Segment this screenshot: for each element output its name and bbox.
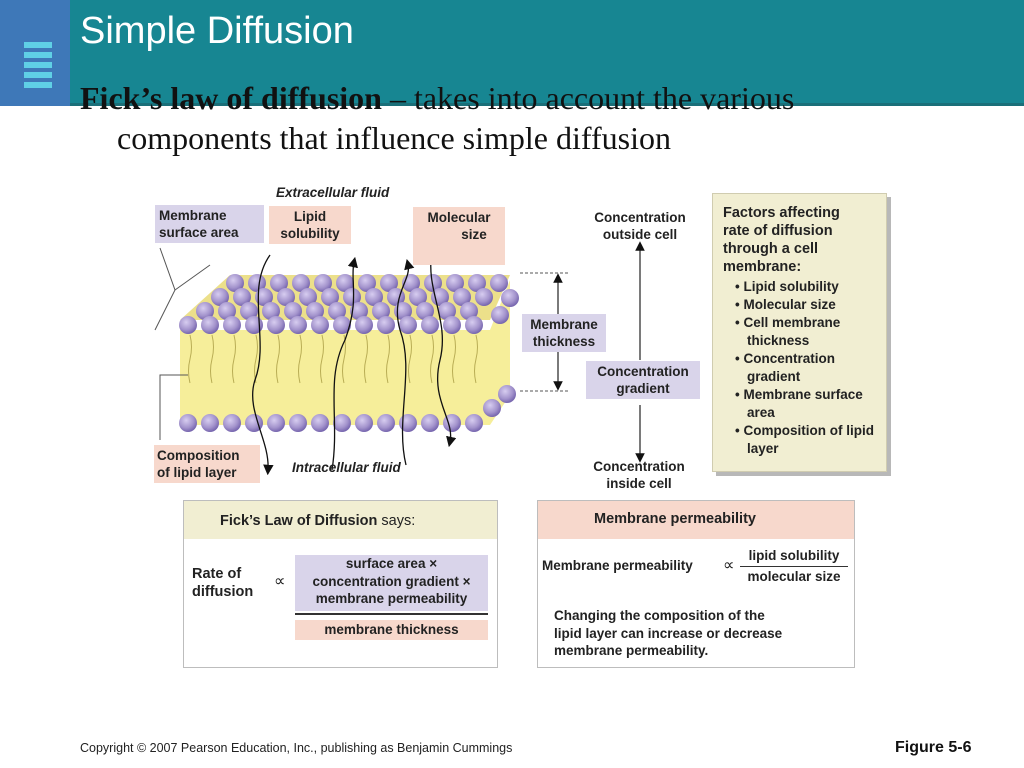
conc-outside-line2: outside cell (602, 227, 678, 242)
diffusion-arrows (251, 251, 457, 476)
slide-title: Simple Diffusion (80, 10, 354, 52)
surface-area-pointer (154, 247, 211, 331)
logo-bar-icon (24, 42, 52, 48)
thickness-dashes (520, 272, 570, 392)
intracellular-label: Intracellular fluid (292, 460, 401, 475)
factors-list: • Lipid solubility • Molecular size • Ce… (735, 278, 885, 458)
factor-item: • Cell membrane thickness (735, 315, 841, 348)
conc-outside-label: Concentration outside cell (582, 209, 698, 243)
conc-gradient-line2: gradient (616, 381, 670, 396)
rate-line2: diffusion (192, 584, 254, 600)
lipid-solubility-label: Lipid solubility (269, 206, 351, 244)
rate-of-diffusion-label: Rate of diffusion (192, 565, 253, 601)
fick-num-line2: concentration gradient × (312, 573, 471, 589)
factor-item: • Membrane surface area (735, 387, 863, 420)
permeability-note: Changing the composition of the lipid la… (554, 607, 844, 660)
conc-inside-line2: inside cell (606, 476, 672, 491)
factor-item: • Composition of lipid layer (735, 423, 874, 456)
composition-label: Composition of lipid layer (154, 445, 260, 483)
composition-line2: of lipid layer (157, 465, 237, 480)
logo-bar-icon (24, 52, 52, 58)
factors-box: Factors affecting rate of diffusion thro… (712, 193, 887, 472)
fick-num-line1: surface area × (345, 556, 438, 571)
factor-item: • Lipid solubility (735, 279, 839, 294)
conc-gradient-label: Concentration gradient (586, 361, 700, 399)
lipid-tails (188, 334, 478, 384)
lipid-heads-bottom (179, 289, 519, 432)
header-divider (70, 103, 1024, 106)
membrane-thickness-label: Membrane thickness (522, 314, 606, 352)
fick-num-line3: membrane permeability (315, 591, 468, 606)
ficks-law-heading: Fick’s Law of Diffusion says: (220, 513, 415, 530)
composition-line1: Composition (157, 448, 240, 463)
permeability-fraction-bar (740, 566, 848, 567)
permeability-box: Membrane permeability Membrane permeabil… (537, 500, 855, 668)
slide-subtitle: Fick’s law of diffusion – takes into acc… (80, 78, 1010, 158)
conc-gradient-line1: Concentration (597, 364, 689, 379)
membrane-diagram (154, 233, 645, 476)
molecular-size-line1: Molecular (427, 210, 491, 225)
ficks-law-heading-bar (184, 501, 497, 539)
fick-numerator: surface area × concentration gradient × … (295, 555, 488, 611)
molecular-size-label: Molecular size (413, 207, 505, 265)
factors-title-line2: rate of diffusion (723, 223, 833, 239)
figure-number: Figure 5-6 (895, 739, 972, 756)
logo-bar-icon (24, 82, 52, 88)
permeability-note-line3: membrane permeability. (554, 643, 709, 658)
ficks-law-heading-bold: Fick’s Law of Diffusion (220, 513, 378, 529)
permeability-note-line1: Changing the composition of the (554, 608, 765, 623)
lipid-solubility-line1: Lipid (293, 209, 327, 224)
logo-bar-icon (24, 62, 52, 68)
lipid-solubility-line2: solubility (280, 226, 340, 241)
surface-area-line2: surface area (159, 225, 239, 240)
subtitle-term: Fick’s law of diffusion (80, 80, 382, 116)
extracellular-label: Extracellular fluid (276, 185, 390, 200)
factors-title-line4: membrane: (723, 259, 802, 275)
surface-area-label: Membrane surface area (155, 205, 264, 243)
subtitle-line2: components that influence simple diffusi… (117, 120, 671, 156)
ficks-law-heading-rest: says: (377, 513, 416, 529)
fick-denominator: membrane thickness (295, 620, 488, 640)
membrane-thickness-line1: Membrane (530, 317, 598, 332)
permeability-numerator: lipid solubility (748, 548, 840, 563)
factors-title: Factors affecting rate of diffusion thro… (723, 204, 883, 276)
copyright-footer: Copyright © 2007 Pearson Education, Inc.… (80, 741, 513, 755)
lipid-heads-top (179, 274, 508, 334)
molecular-size-line2: size (461, 227, 487, 242)
logo-bar-icon (24, 72, 52, 78)
fick-fraction-bar (295, 613, 488, 615)
conc-inside-label: Concentration inside cell (580, 458, 698, 492)
factor-item: • Concentration gradient (735, 351, 835, 384)
rate-line1: Rate of (192, 566, 242, 582)
permeability-note-line2: lipid layer can increase or decrease (554, 625, 783, 641)
ficks-law-box: Fick’s Law of Diffusion says: Rate of di… (183, 500, 498, 668)
permeability-proportional-symbol: ∝ (723, 557, 735, 574)
conc-outside-line1: Concentration (594, 210, 686, 225)
logo-block (0, 0, 70, 106)
conc-inside-line1: Concentration (593, 459, 685, 474)
header-bar (0, 0, 1024, 104)
subtitle-rest: – takes into account the various (381, 80, 795, 116)
permeability-denominator: molecular size (747, 569, 841, 584)
proportional-symbol: ∝ (274, 573, 286, 590)
membrane-thickness-line2: thickness (532, 334, 596, 349)
factor-item: • Molecular size (735, 297, 836, 312)
factors-title-line1: Factors affecting (723, 205, 840, 221)
permeability-heading-bar (538, 501, 854, 539)
surface-area-line1: Membrane (159, 208, 227, 223)
permeability-heading: Membrane permeability (594, 511, 756, 527)
factors-title-line3: through a cell (723, 241, 819, 257)
permeability-lhs: Membrane permeability (542, 558, 693, 573)
